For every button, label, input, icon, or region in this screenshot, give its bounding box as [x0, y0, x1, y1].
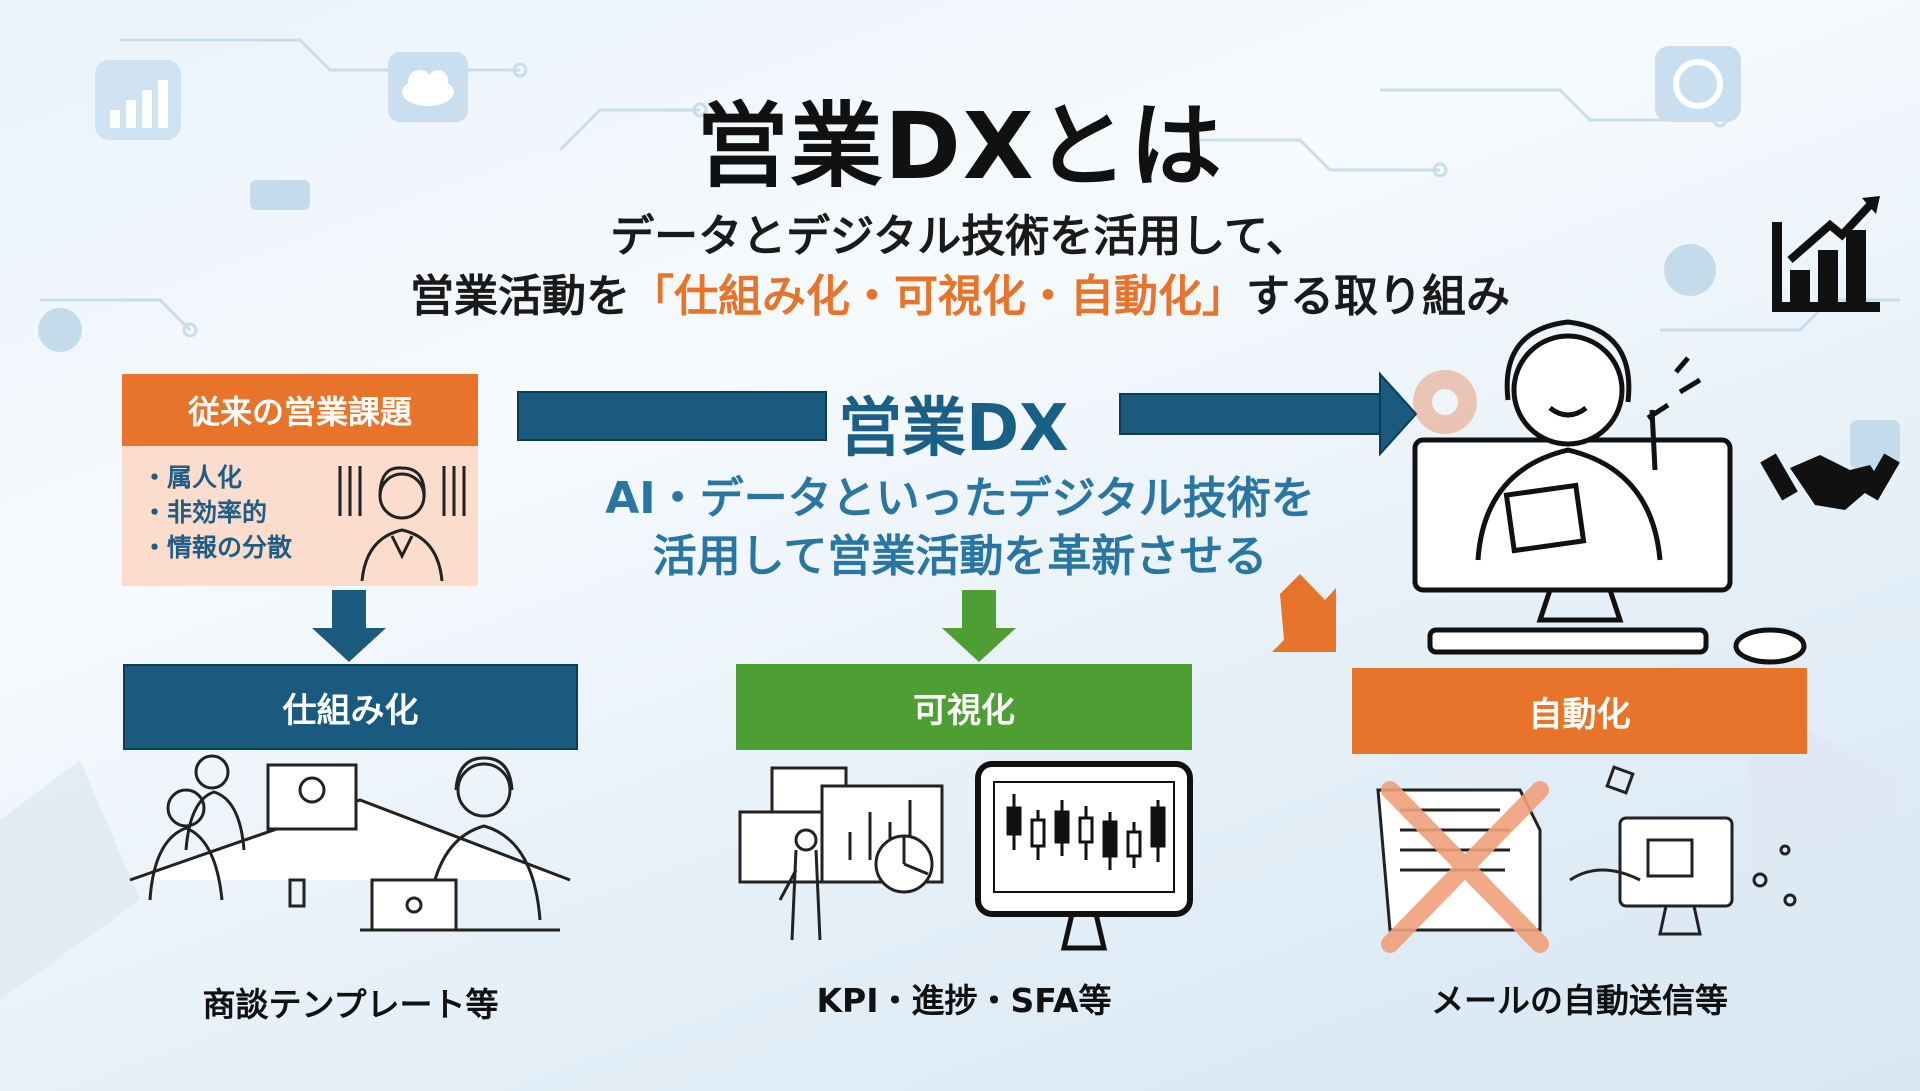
arrow-down-center	[942, 590, 1016, 662]
subtitle-line2: 営業活動を「仕組み化・可視化・自動化」する取り組み	[0, 260, 1920, 324]
subtitle-line2-prefix: 営業活動を	[410, 271, 630, 322]
caption-jidouka: メールの自動送信等	[1431, 981, 1728, 1020]
subtitle-line1: データとデジタル技術を活用して、	[610, 211, 1310, 262]
meeting-illustration	[129, 754, 571, 932]
cross-mark	[1381, 781, 1549, 953]
dx-description-line1: AI・データといったデジタル技術を	[605, 473, 1315, 524]
category-kashika: 可視化	[736, 664, 1192, 750]
refresh-icon	[1655, 46, 1741, 122]
issue-list: 属人化 非効率的 情報の分散	[142, 460, 292, 565]
issue-heading: 従来の営業課題	[122, 374, 478, 446]
arrow-down-left	[312, 590, 386, 662]
bar-chart-icon	[1772, 196, 1880, 312]
issue-box: 従来の営業課題 属人化 非効率的 情報の分散	[122, 374, 478, 586]
charts-illustration	[738, 766, 944, 941]
subtitle-line2-suffix: する取り組み	[1246, 271, 1510, 322]
worried-person-illustration	[338, 466, 466, 581]
dx-label: 営業DX	[838, 392, 1069, 466]
gear-icon	[1413, 370, 1477, 434]
subtitle-highlight: 「仕組み化・可視化・自動化」	[630, 271, 1246, 322]
caption-kashika: KPI・進捗・SFA等	[816, 981, 1112, 1020]
arrow-left-bar	[517, 391, 827, 441]
caption-shikumika: 商談テンプレート等	[202, 985, 499, 1024]
issue-item: 属人化	[142, 460, 292, 495]
cloud-icon	[388, 52, 468, 122]
issue-item: 非効率的	[142, 495, 292, 530]
bar-chart-icon	[95, 60, 181, 140]
candlestick-chart-icon	[975, 761, 1193, 951]
issue-body: 属人化 非効率的 情報の分散	[122, 446, 478, 586]
issue-item: 情報の分散	[142, 530, 292, 565]
handshake-icon	[1760, 453, 1900, 510]
category-shikumika: 仕組み化	[123, 664, 578, 750]
dx-description-line2: 活用して営業活動を革新させる	[652, 531, 1268, 582]
arrow-diagonal	[1272, 574, 1336, 652]
arrow-right	[1119, 371, 1418, 457]
page-title: 営業DXとは	[696, 93, 1224, 200]
category-jidouka: 自動化	[1352, 668, 1807, 754]
